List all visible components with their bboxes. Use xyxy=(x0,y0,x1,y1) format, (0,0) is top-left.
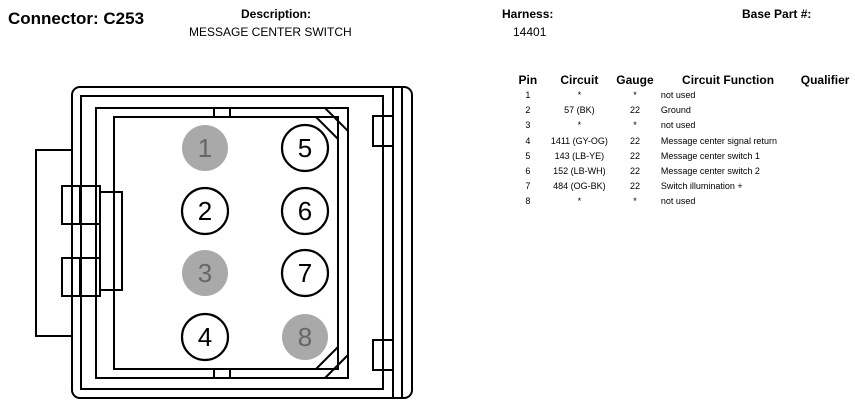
wire-gauge: 22 xyxy=(629,105,640,116)
description-value: MESSAGE CENTER SWITCH xyxy=(189,25,352,39)
pin-row: 5 143 (LB-YE) 22 Message center switch 1 xyxy=(510,149,855,164)
pin-circle xyxy=(280,248,330,298)
pin-number: 3 xyxy=(525,120,531,131)
wire-gauge: 22 xyxy=(629,135,640,146)
harness-value: 14401 xyxy=(513,25,547,39)
qualifier xyxy=(795,149,855,164)
circuit-function: Message center switch 1 xyxy=(660,150,760,161)
wire-gauge: * xyxy=(633,120,637,131)
pin-circle xyxy=(280,186,330,236)
circuit-id: * xyxy=(577,90,582,101)
circuit-id: 1411 (GY-OG) xyxy=(550,135,608,146)
pin-label: 3 xyxy=(198,258,212,288)
pin-number: 1 xyxy=(525,90,531,101)
pin-row: 7 484 (OG-BK) 22 Switch illumination + xyxy=(510,179,855,194)
pin-circle xyxy=(280,123,330,173)
wire-gauge: * xyxy=(633,90,637,101)
circuit-id: * xyxy=(577,120,582,131)
wire-gauge: 22 xyxy=(629,166,640,177)
pin-row: 6 152 (LB-WH) 22 Message center switch 2 xyxy=(510,164,855,179)
pin-label: 1 xyxy=(198,133,212,163)
pin-circle xyxy=(182,250,228,296)
circuit-function: Message center signal return xyxy=(660,135,777,146)
qualifier xyxy=(795,164,855,179)
pin-label: 8 xyxy=(298,322,312,352)
pin-label: 2 xyxy=(198,196,212,226)
pin-row: 3 * * not used xyxy=(510,118,855,133)
qualifier xyxy=(795,88,855,103)
circuit-function: Message center switch 2 xyxy=(660,166,760,177)
pin-table: Pin Circuit Gauge Circuit Function Quali… xyxy=(510,72,855,210)
pin-cavity-5: 5 xyxy=(280,123,330,173)
connector-title: Connector: C253 xyxy=(8,9,145,28)
circuit-function: not used xyxy=(660,90,696,101)
qualifier xyxy=(795,194,855,209)
pin-cavity-3: 3 xyxy=(182,250,228,296)
circuit-function: not used xyxy=(660,120,696,131)
pin-row: 1 * * not used xyxy=(510,88,855,103)
qualifier xyxy=(795,134,855,149)
pin-row: 8 * * not used xyxy=(510,194,855,209)
pin-cavity-7: 7 xyxy=(280,248,330,298)
pin-label: 5 xyxy=(298,133,312,163)
base-part-label: Base Part #: xyxy=(742,7,812,21)
header-circuit-function: Circuit Function xyxy=(682,73,775,87)
qualifier xyxy=(795,118,855,133)
pin-circle xyxy=(180,312,230,362)
circuit-function: Switch illumination + xyxy=(660,181,743,192)
header-qualifier: Qualifier xyxy=(800,73,850,87)
pin-number: 7 xyxy=(525,181,531,192)
qualifier xyxy=(795,179,855,194)
pin-label: 7 xyxy=(298,258,312,288)
qualifier xyxy=(795,103,855,118)
header-pin: Pin xyxy=(518,73,538,87)
circuit-id: 152 (LB-WH) xyxy=(553,166,606,177)
pin-label: 6 xyxy=(298,196,312,226)
wire-gauge: * xyxy=(633,196,637,207)
pin-circle xyxy=(282,314,328,360)
pin-number: 8 xyxy=(525,196,531,207)
circuit-id: 484 (OG-BK) xyxy=(553,181,606,192)
pin-table-header: Pin Circuit Gauge Circuit Function Quali… xyxy=(510,72,855,88)
pin-number: 5 xyxy=(525,150,531,161)
pin-number: 2 xyxy=(525,105,531,116)
header-gauge: Gauge xyxy=(616,73,654,87)
pin-cavities: 1 2 3 4 5 6 7 8 xyxy=(180,123,330,362)
pin-row: 4 1411 (GY-OG) 22 Message center signal ret… xyxy=(510,134,855,149)
circuit-id: 57 (BK) xyxy=(564,105,595,116)
wire-gauge: 22 xyxy=(629,150,640,161)
pin-circle xyxy=(182,125,228,171)
connector-housing xyxy=(35,86,413,399)
pin-cavity-2: 2 xyxy=(180,186,230,236)
pin-cavity-4: 4 xyxy=(180,312,230,362)
pin-row: 2 57 (BK) 22 Ground xyxy=(510,103,855,118)
connector-diagram: 1 2 3 4 5 6 7 8 xyxy=(35,86,413,399)
pin-cavity-6: 6 xyxy=(280,186,330,236)
description-label: Description: xyxy=(241,7,312,21)
circuit-id: 143 (LB-YE) xyxy=(554,150,605,161)
pin-label: 4 xyxy=(198,322,212,352)
wire-gauge: 22 xyxy=(629,181,640,192)
harness-label: Harness: xyxy=(502,7,554,21)
circuit-id: * xyxy=(577,196,582,207)
circuit-function: not used xyxy=(660,196,696,207)
pin-cavity-8: 8 xyxy=(282,314,328,360)
pin-circle xyxy=(180,186,230,236)
header-circuit: Circuit xyxy=(560,73,599,87)
circuit-function: Ground xyxy=(660,105,691,116)
pin-number: 4 xyxy=(525,135,531,146)
pin-cavity-1: 1 xyxy=(182,125,228,171)
pin-number: 6 xyxy=(525,166,531,177)
